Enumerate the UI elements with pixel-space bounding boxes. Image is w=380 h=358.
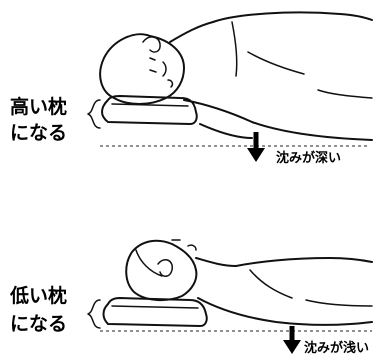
height-bracket-bottom [87, 299, 101, 329]
low-pillow [102, 297, 208, 327]
person-low-pillow [125, 239, 373, 326]
person-high-pillow [99, 11, 373, 141]
high-pillow [101, 95, 198, 125]
label-sink-shallow: 沈みが浅い [304, 340, 369, 356]
label-low-pillow-line1: 低い枕 [9, 284, 67, 307]
bottom-panel: 低い枕 になる 沈みが浅い [9, 239, 373, 356]
top-panel: 高い枕 になる 沈みが深い [10, 11, 373, 166]
label-sink-deep: 沈みが深い [276, 150, 341, 166]
label-high-pillow-line1: 高い枕 [10, 95, 67, 118]
label-high-pillow-line2: になる [10, 122, 67, 144]
label-low-pillow-line2: になる [10, 313, 67, 335]
sink-arrow-deep [247, 132, 265, 162]
height-bracket-top [87, 99, 101, 129]
sink-arrow-shallow [283, 326, 301, 354]
